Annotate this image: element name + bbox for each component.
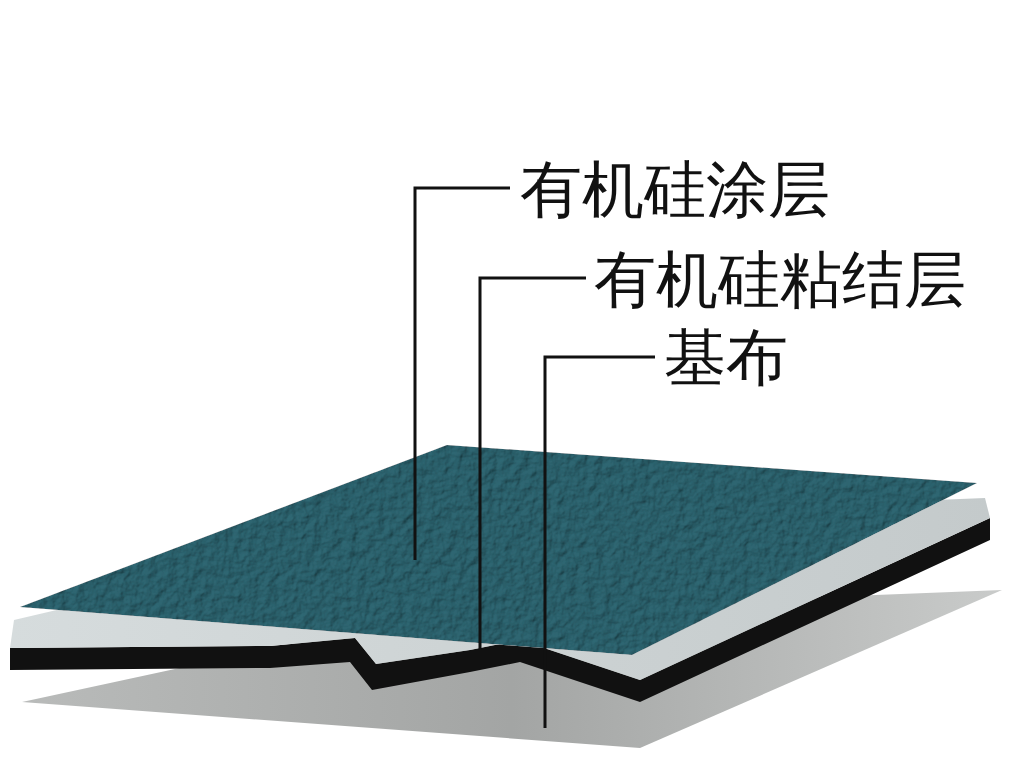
layer-label: 基布 — [662, 324, 790, 392]
leader-line — [480, 278, 586, 650]
layer-label: 有机硅粘结层 — [592, 246, 968, 314]
leader-line — [545, 357, 655, 728]
silicone-coating — [20, 445, 977, 655]
leader-line — [415, 188, 510, 560]
layer-label: 有机硅涂层 — [518, 156, 832, 224]
